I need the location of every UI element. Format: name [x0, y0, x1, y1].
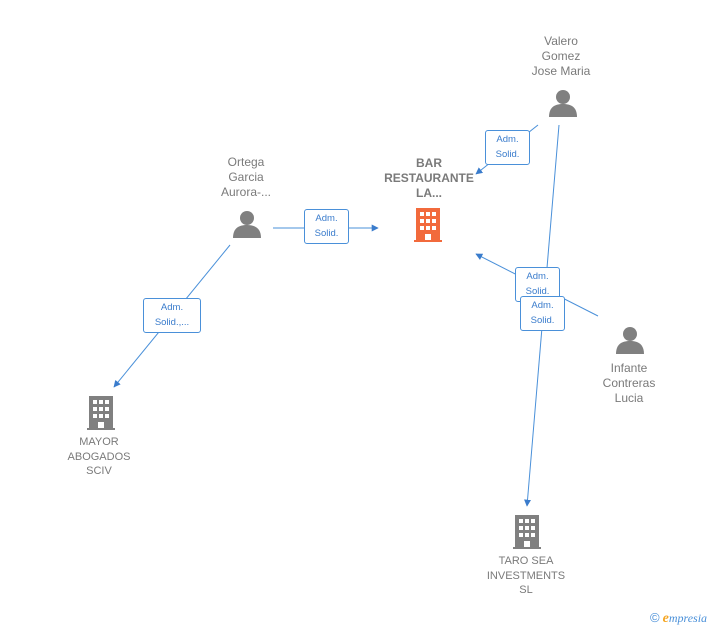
- brand-e-icon: e: [662, 611, 669, 626]
- person-icon-infante[interactable]: [616, 327, 644, 354]
- edge-label-ortega-mayor[interactable]: Adm. Solid.,...: [143, 298, 201, 333]
- building-icon-mayor[interactable]: [87, 396, 115, 430]
- person-icon-ortega[interactable]: [233, 211, 261, 238]
- brand-logo: © empresia: [650, 610, 707, 627]
- edge-label-valero-taro[interactable]: Adm. Solid.: [520, 296, 565, 331]
- building-icon-taro[interactable]: [513, 515, 541, 549]
- brand-name: mpresia: [668, 611, 708, 625]
- node-label-mayor[interactable]: MAYOR ABOGADOS SCIV: [67, 436, 131, 477]
- person-icon-valero[interactable]: [549, 90, 577, 117]
- edge-label-ortega-main[interactable]: Adm. Solid.: [304, 209, 349, 244]
- node-label-main-company[interactable]: BAR RESTAURANTE LA...: [384, 156, 474, 200]
- edge-label-valero-main[interactable]: Adm. Solid.: [485, 130, 530, 165]
- node-label-valero[interactable]: Valero Gomez Jose Maria: [531, 34, 591, 78]
- node-label-infante[interactable]: Infante Contreras Lucia: [602, 361, 656, 405]
- node-label-taro[interactable]: TARO SEA INVESTMENTS SL: [486, 555, 566, 596]
- copyright-symbol: ©: [650, 610, 660, 625]
- building-icon-main[interactable]: [414, 208, 442, 242]
- node-label-ortega[interactable]: Ortega Garcia Aurora-...: [220, 155, 271, 199]
